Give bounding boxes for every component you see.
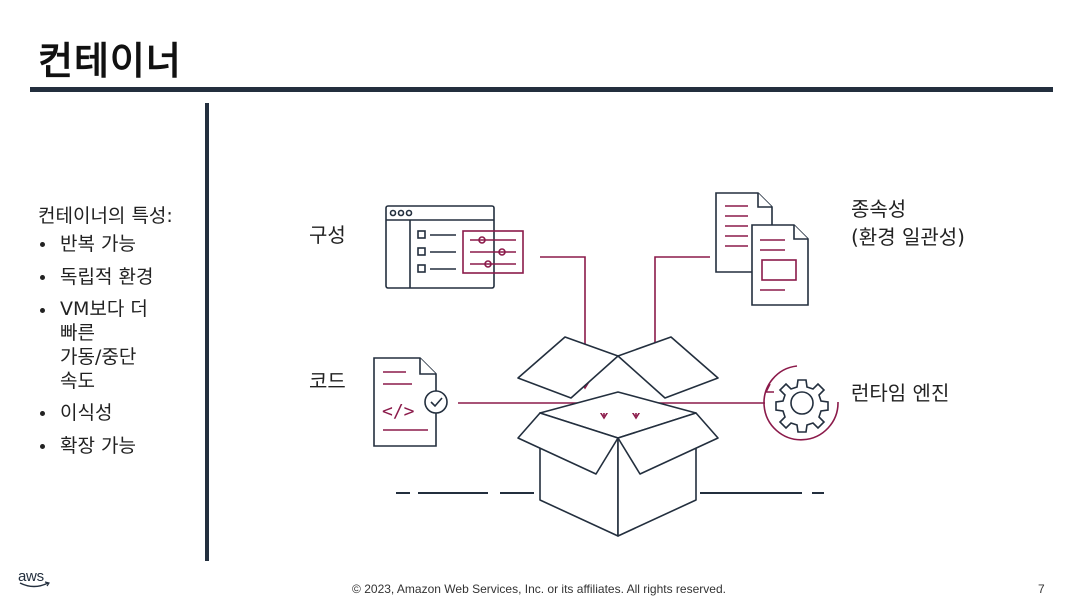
list-item: 확장 가능 — [38, 433, 203, 459]
vertical-divider — [205, 103, 209, 561]
list-item: VM보다 더 빠른 가동/중단 속도 — [38, 297, 203, 393]
gear-icon — [763, 365, 839, 441]
code-icon: </> — [373, 357, 448, 447]
bullet-icon — [40, 444, 45, 449]
copyright: © 2023, Amazon Web Services, Inc. or its… — [352, 582, 726, 596]
dependencies-sublabel: (환경 일관성) — [851, 225, 965, 249]
aws-smile-icon — [19, 581, 50, 588]
config-label: 구성 — [309, 223, 346, 247]
bullet-icon — [40, 308, 45, 313]
bullet-icon — [40, 275, 45, 280]
bullet-icon — [40, 242, 45, 247]
page-title: 컨테이너 — [38, 39, 182, 83]
dependencies-icon — [715, 192, 809, 306]
features-list: 반복 가능 독립적 환경 VM보다 더 빠른 가동/중단 속도 이식성 확장 가… — [38, 231, 203, 459]
page-number: 7 — [1038, 582, 1045, 596]
list-item: 반복 가능 — [38, 231, 203, 257]
list-item: 독립적 환경 — [38, 264, 203, 290]
title-divider — [30, 87, 1053, 92]
svg-text:</>: </> — [382, 401, 415, 422]
features-heading: 컨테이너의 특성: — [38, 205, 173, 227]
dependencies-label: 종속성 — [851, 197, 907, 221]
features-panel: 컨테이너의 특성: 반복 가능 독립적 환경 VM보다 더 빠른 가동/중단 속… — [38, 203, 203, 466]
aws-logo: aws — [18, 566, 52, 589]
list-item: 이식성 — [38, 400, 203, 426]
runtime-label: 런타임 엔진 — [851, 381, 950, 405]
configuration-icon — [385, 205, 524, 289]
code-label: 코드 — [309, 369, 346, 393]
bullet-icon — [40, 411, 45, 416]
container-box-icon — [517, 336, 719, 537]
